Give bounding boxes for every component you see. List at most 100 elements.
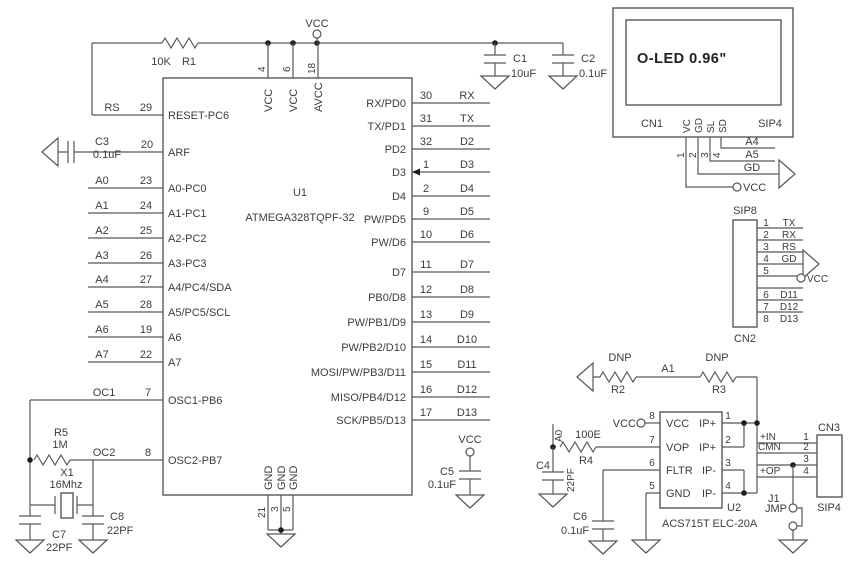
mcu-pin-num: 32 (420, 136, 432, 148)
u2-pin-num: 6 (649, 458, 655, 469)
mcu-pin-name: A2-PC2 (168, 233, 207, 245)
ground-symbol (587, 540, 619, 555)
mcu-pin-num: 20 (141, 139, 153, 151)
u2-pin-name: VOP (666, 442, 689, 454)
top-rail: VCC 10K R1 C1 10uF C2 0.1uF (91, 18, 607, 116)
net-label: D4 (460, 183, 474, 195)
c3-value: 0.1uF (93, 149, 121, 161)
c5-ref: C5 (440, 466, 454, 478)
u2-pin-name: VCC (666, 418, 689, 430)
mcu-pin-name: PW/PD5 (364, 214, 406, 226)
u2-pin-name: IP+ (699, 418, 716, 430)
u2-pin-num: 2 (725, 435, 731, 446)
mcu-pin-num: 13 (420, 309, 432, 321)
c2-ref: C2 (581, 53, 595, 65)
cn2-pin-num: 3 (763, 242, 769, 253)
mcu-pin-num: 9 (423, 206, 429, 218)
jumper-pin (788, 521, 798, 531)
vcc-symbol (636, 418, 646, 428)
x1-value: 16Mhz (49, 479, 82, 491)
oled-title: O-LED 0.96" (637, 51, 727, 67)
cn3-block: CN3 SIP4 +IN CMN +OP 1 2 3 4 (757, 422, 843, 514)
mcu-pin-name: A1-PC1 (168, 208, 207, 220)
r3-ref: R3 (712, 384, 726, 396)
cn1-ref: CN1 (641, 118, 663, 130)
ground-arrow-right (802, 248, 820, 280)
net-label: D9 (460, 309, 474, 321)
net-label: GD (782, 254, 797, 265)
mcu-pin-name: VCC (288, 89, 300, 112)
u2-pin-name: IP+ (699, 442, 716, 454)
jumper-pin (788, 503, 798, 513)
mcu-pin-name: VCC (263, 89, 275, 112)
mcu-pin-num: 21 (257, 506, 268, 518)
c3-ref: C3 (95, 136, 109, 148)
mcu-pin-name: RX/PD0 (366, 98, 406, 110)
net-label: D13 (780, 314, 799, 325)
mcu-pin-num: 3 (270, 506, 281, 512)
c2-value: 0.1uF (579, 68, 607, 80)
cn1-pin-name: SD (718, 119, 729, 133)
mcu-pin-name: AVCC (313, 82, 325, 112)
net-label: A2 (95, 225, 108, 237)
vcc-label: VCC (613, 418, 636, 430)
mcu-pin-num: 23 (140, 175, 152, 187)
net-label: D13 (457, 407, 477, 419)
net-label: TX (783, 218, 796, 229)
dnp-block: DNP R2 A1 DNP R3 (576, 352, 758, 423)
u2-pin-num: 3 (725, 458, 731, 469)
resistor-r3 (699, 370, 737, 384)
cn1-pin-num: 4 (712, 152, 723, 158)
mcu-pin-name: OSC1-PB6 (168, 395, 222, 407)
r3-value: DNP (705, 352, 728, 364)
oscillator-block: R5 1M X1 16Mhz C7 22PF C8 22PF (14, 399, 163, 554)
mcu-pin-num: 5 (282, 506, 293, 512)
cn1-type: SIP4 (758, 118, 782, 130)
mcu-pin-name: MOSI/PW/PB3/D11 (311, 367, 406, 379)
cn3-ref: CN3 (818, 422, 840, 434)
u2-pin-num: 7 (649, 435, 655, 446)
cn1-pin-name: GD (694, 118, 705, 133)
cn2-pin-num: 2 (763, 230, 769, 241)
mcu-pin-num: 29 (140, 102, 152, 114)
mcu-pin-num: 31 (420, 113, 432, 125)
x1-ref: X1 (60, 467, 73, 479)
net-label: RX (459, 90, 475, 102)
mcu-pin-num: 6 (282, 66, 293, 72)
net-label: D11 (780, 290, 798, 301)
mcu-pin-num: 27 (140, 274, 152, 286)
mcu-pin-name: A0-PC0 (168, 183, 207, 195)
cn1-pin-name: VC (682, 119, 693, 133)
r2-value: DNP (608, 352, 631, 364)
r1-ref: R1 (182, 56, 196, 68)
net-label: CMN (758, 442, 781, 453)
net-label: A0 (95, 175, 108, 187)
cn2-pin-num: 6 (763, 290, 769, 301)
mcu-pin-num: 25 (140, 225, 152, 237)
net-label: A1 (661, 363, 674, 375)
net-label: RS (104, 102, 119, 114)
net-label: +IN (760, 432, 776, 443)
mcu-pin-name: A3-PC3 (168, 258, 207, 270)
vcc-label: VCC (807, 274, 828, 285)
mcu-pin-num: 1 (423, 159, 429, 171)
c1-ref: C1 (513, 53, 527, 65)
mcu-pin-name: D4 (392, 191, 406, 203)
vcc-label: VCC (743, 182, 766, 194)
c4-ref: C4 (536, 460, 550, 472)
mcu-pin-num: 26 (140, 250, 152, 262)
cn2-pin-num: 5 (763, 266, 769, 277)
r1-value: 10K (151, 56, 171, 68)
c4-value: 22PF (566, 468, 577, 492)
net-label: A3 (95, 250, 108, 262)
cn3-pin-num: 1 (803, 432, 809, 443)
sensor-block: U2 ACS715T ELC-20A VCC VOP FLTR GND IP+ … (536, 411, 760, 555)
net-label: D10 (457, 334, 477, 346)
vcc-symbol (732, 182, 742, 192)
net-label: D6 (460, 229, 474, 241)
net-label: OC2 (93, 447, 116, 459)
mcu-pin-name: A6 (168, 332, 181, 344)
u2-pin-num: 4 (725, 481, 731, 492)
mcu-pin-num: 30 (420, 90, 432, 102)
c1-value: 10uF (511, 68, 536, 80)
